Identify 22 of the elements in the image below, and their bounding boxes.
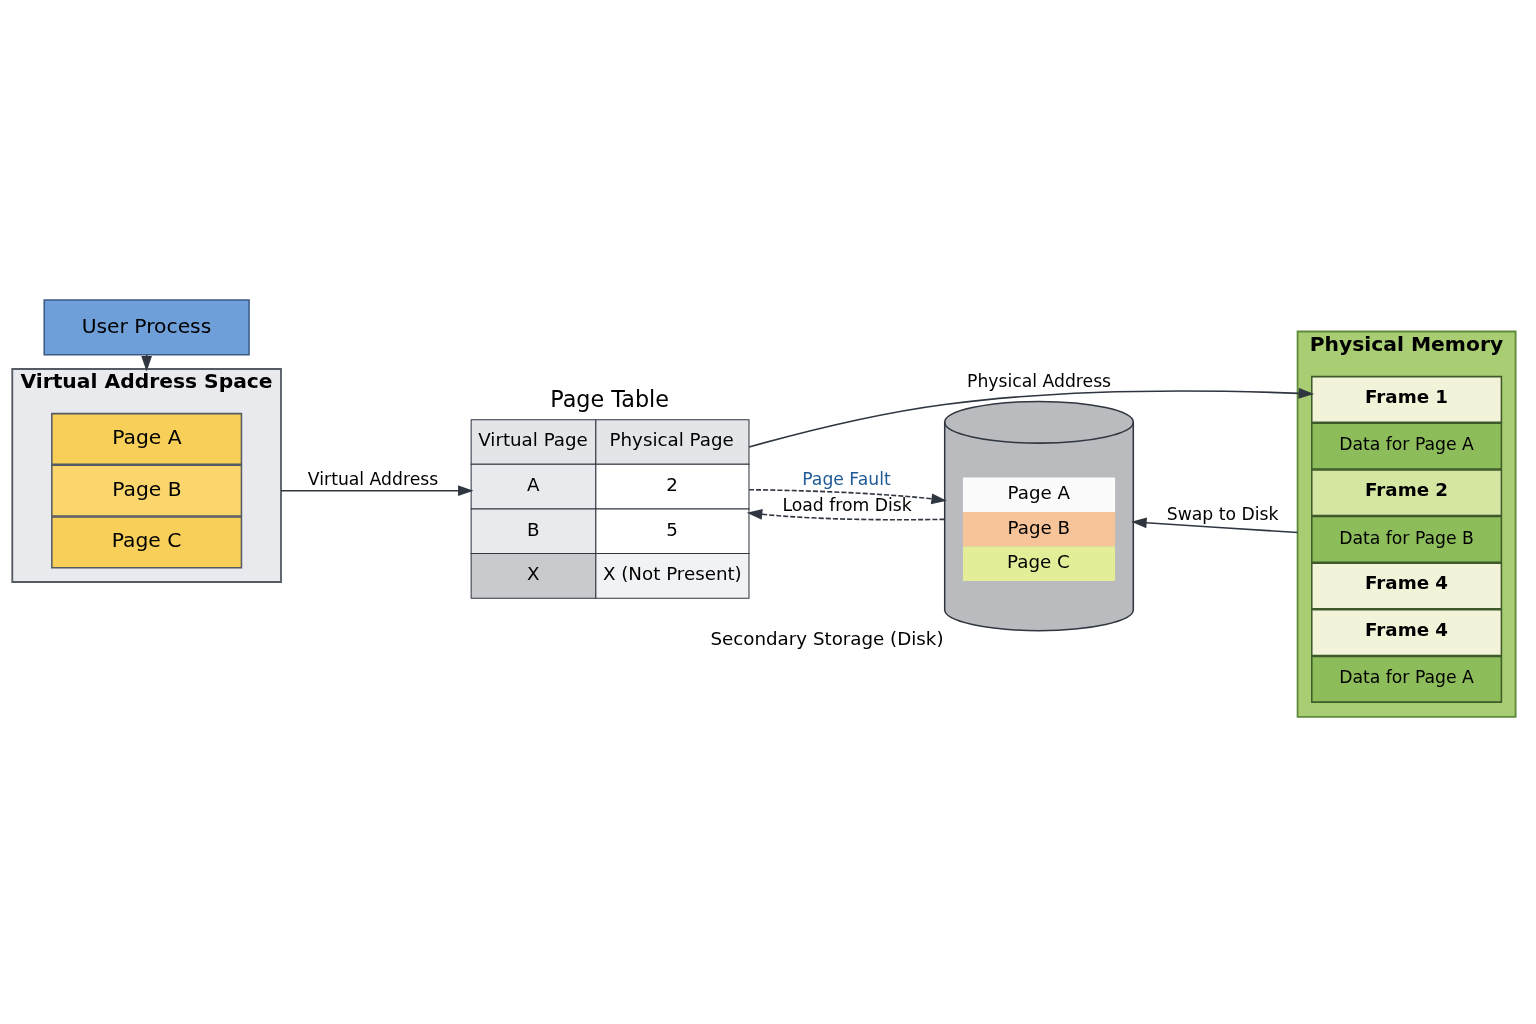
node-box: Frame 4 xyxy=(1311,608,1503,656)
edge-label: Virtual Address xyxy=(307,468,439,489)
node-box: Data for Page A xyxy=(1311,655,1503,703)
arrow xyxy=(746,508,946,521)
edge-label: Swap to Disk xyxy=(1166,503,1279,524)
edge-label: Load from Disk xyxy=(782,494,912,515)
node-box: Page A xyxy=(51,412,243,465)
edge-label: Physical Address xyxy=(967,370,1112,391)
node-box: Data for Page A xyxy=(1311,422,1503,470)
node-box: Frame 4 xyxy=(1311,561,1503,610)
arrow xyxy=(748,488,947,504)
node-box: Page C xyxy=(51,515,243,569)
node-box: Frame 2 xyxy=(1311,468,1503,516)
node-label: Secondary Storage (Disk) xyxy=(710,627,944,649)
edge-label: Page Fault xyxy=(802,468,891,489)
node-box: Data for Page B xyxy=(1311,515,1503,563)
node-box: Page B xyxy=(51,464,243,517)
node-box: Frame 1 xyxy=(1311,375,1503,423)
arrow xyxy=(748,387,1314,448)
arrow xyxy=(280,484,474,496)
arrow xyxy=(1131,516,1299,533)
node-label: Page Table xyxy=(550,385,669,412)
